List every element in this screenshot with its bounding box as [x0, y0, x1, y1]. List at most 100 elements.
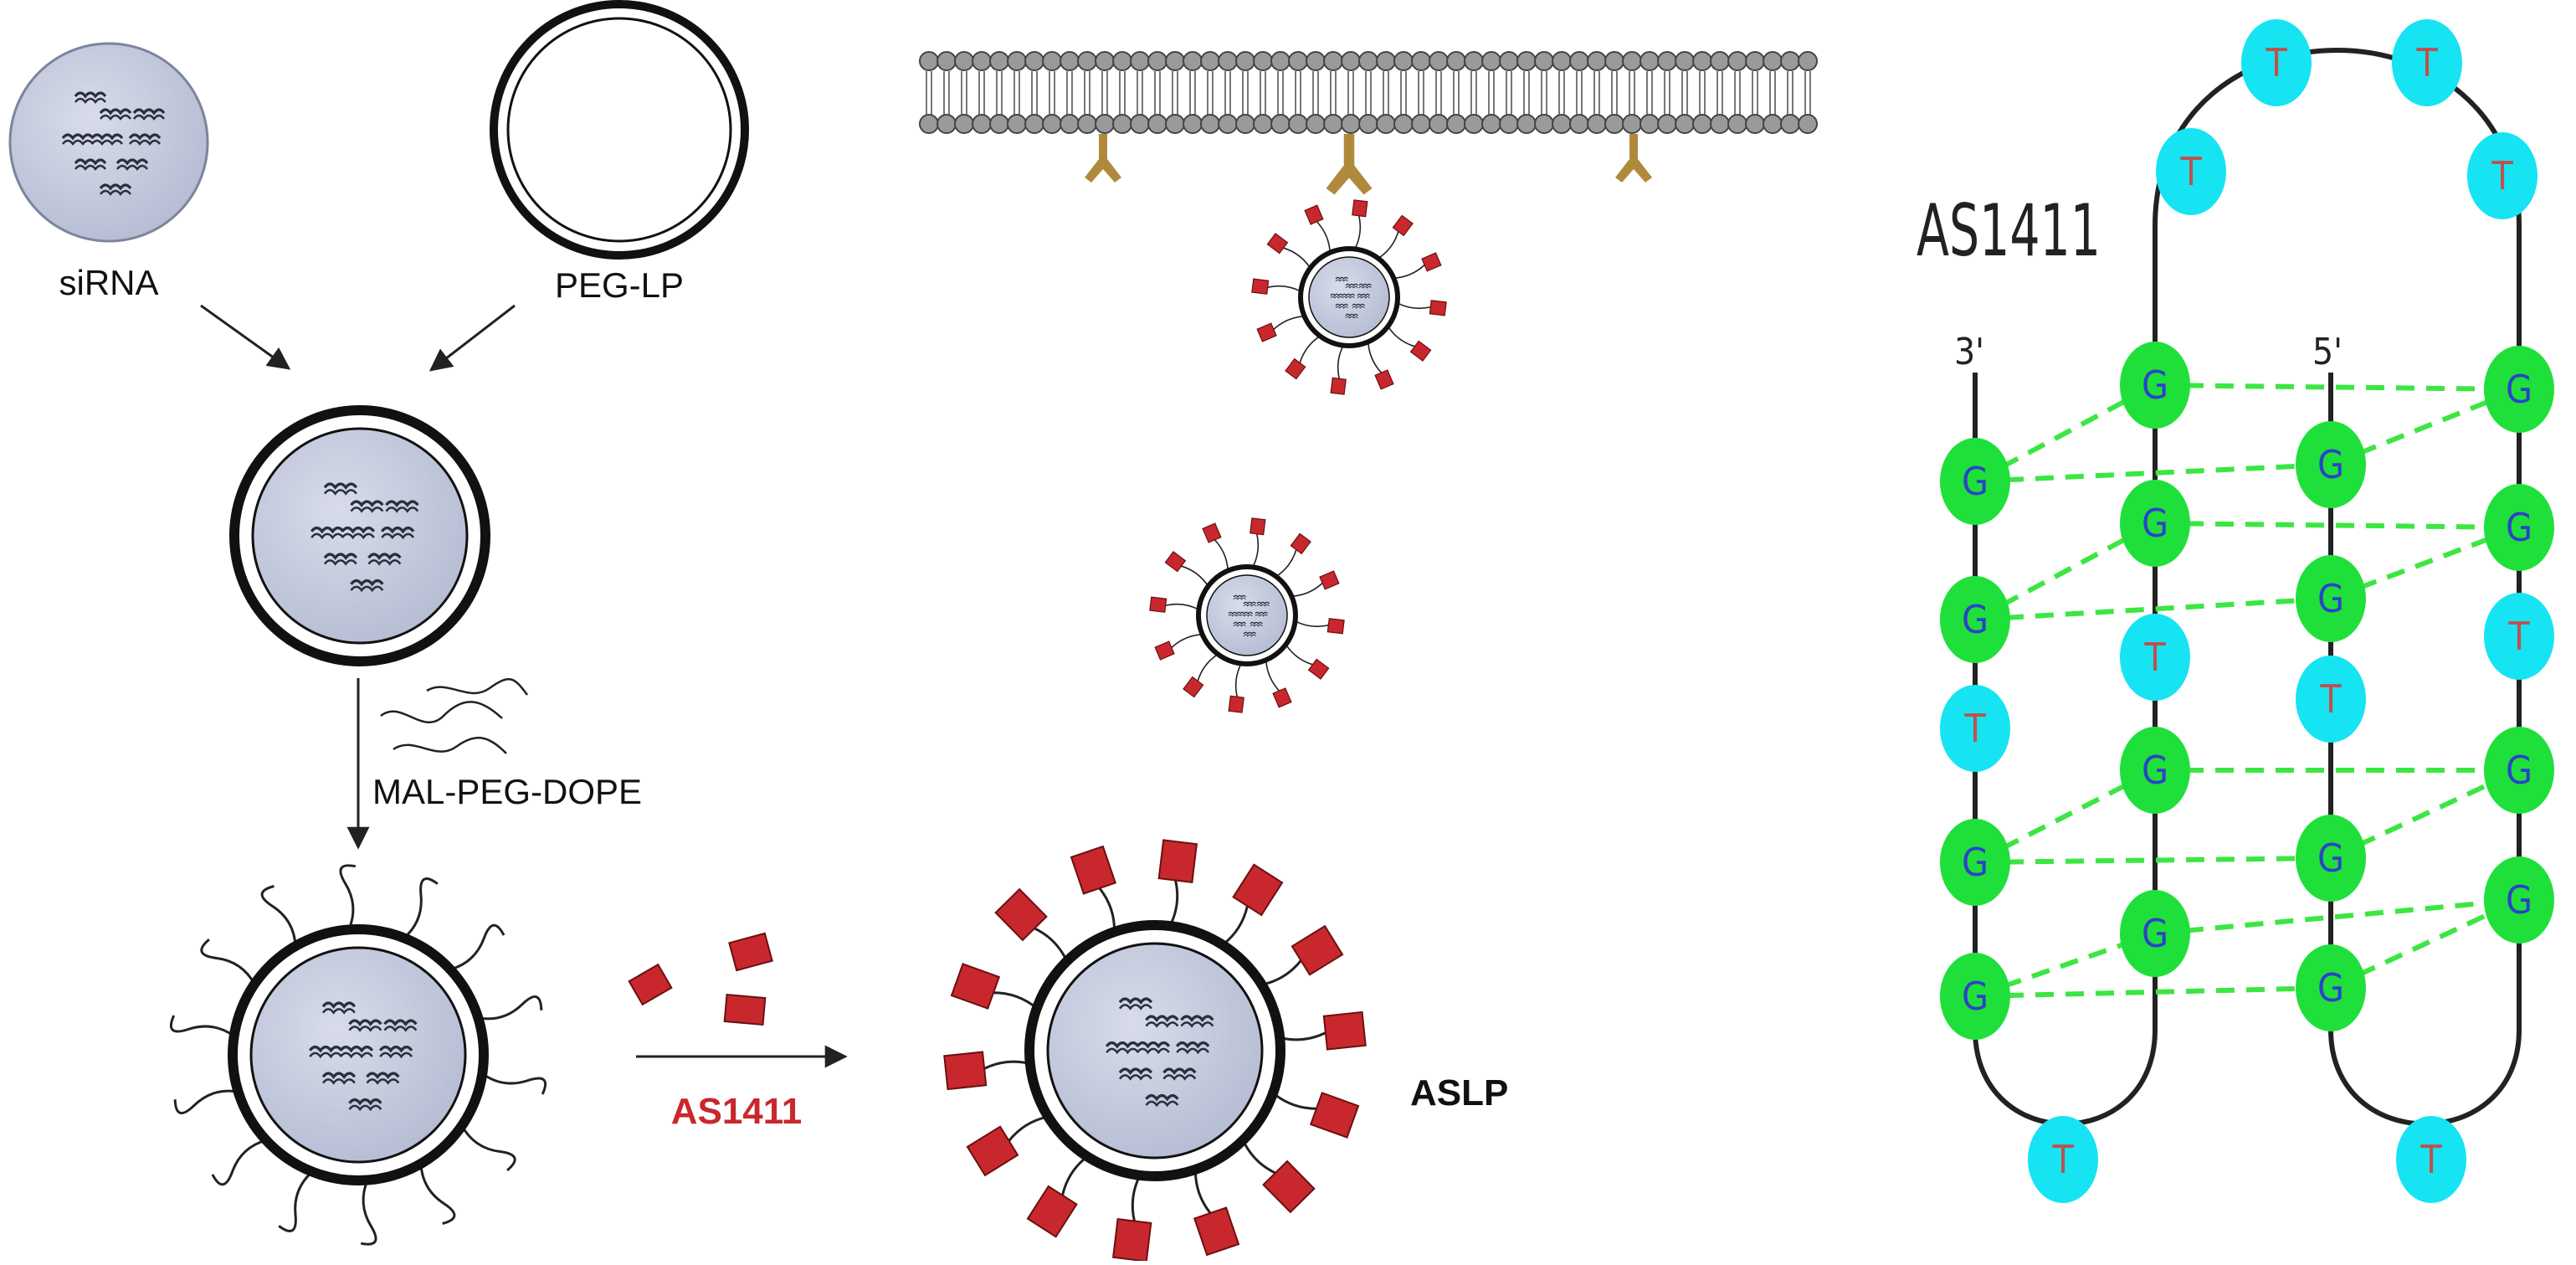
aptamer-block	[1256, 322, 1277, 342]
sirna-strand	[90, 133, 124, 141]
thymine-letter: T	[2491, 153, 2513, 198]
sirna-strand	[1239, 611, 1253, 615]
mal-peg-dope-label: MAL-PEG-DOPE	[372, 772, 642, 811]
guanine-node: G	[2296, 815, 2366, 902]
thymine-node: T	[2467, 132, 2538, 219]
peg-tail	[260, 885, 297, 947]
aptamer-tether	[1241, 1139, 1276, 1175]
aptamer-tether	[1171, 633, 1203, 649]
lipid-head	[1710, 114, 1730, 134]
aptamer-tether	[1393, 264, 1425, 280]
lipid-head	[1534, 51, 1554, 71]
thymine-letter: T	[2507, 614, 2530, 659]
aptamer-block	[1309, 1092, 1360, 1139]
sirna-strand	[1335, 303, 1348, 307]
thymine-ellipse	[2467, 132, 2538, 219]
sirna-strand	[1233, 594, 1246, 599]
sirna-strand	[1145, 1093, 1179, 1102]
guanine-letter: G	[2506, 505, 2532, 550]
thymine-ellipse	[2028, 1116, 2098, 1203]
sirna-strand	[310, 532, 345, 540]
sirna-strand	[1342, 296, 1355, 299]
lipid-head	[1024, 114, 1044, 134]
peg-tail	[211, 1139, 267, 1186]
receptor-stem	[1629, 134, 1638, 161]
aptamer-tether	[1034, 927, 1069, 962]
aptamer-block	[1251, 278, 1270, 295]
sirna-strand	[1357, 293, 1370, 297]
lipid-head	[1780, 51, 1800, 71]
aptamer-block	[950, 963, 1001, 1010]
aptamer-block	[1193, 1206, 1240, 1257]
lipid-head	[1727, 51, 1747, 71]
aptamer-block	[1330, 377, 1347, 395]
receptor-arms	[1615, 159, 1652, 183]
sirna-strand	[385, 507, 419, 513]
sirna-strand	[1118, 1004, 1152, 1010]
sirna-strand	[132, 108, 166, 116]
lipid-head	[1183, 51, 1203, 71]
sirna-strand	[1233, 624, 1246, 627]
guanine-ellipse	[2484, 727, 2554, 814]
sirna-strand	[1118, 1067, 1153, 1076]
lipid-head	[1798, 114, 1818, 134]
sirna-strand	[1335, 279, 1348, 282]
lipid-head	[1534, 114, 1554, 134]
sirna-strand	[1255, 611, 1268, 615]
sirna-strands	[61, 91, 166, 196]
lipid-head	[1095, 51, 1115, 71]
sirna-strand	[366, 1078, 400, 1085]
aptamer-block	[1183, 676, 1204, 698]
lipid-head	[1077, 114, 1097, 134]
sirna-strand	[350, 500, 384, 508]
thymine-letter: T	[2419, 1137, 2442, 1182]
sirna-strand	[1233, 621, 1246, 625]
encapsulated-sirna	[1228, 594, 1270, 637]
guanine-letter: G	[1962, 974, 1988, 1019]
sirna-strand	[321, 1008, 356, 1015]
guanine-letter: G	[2142, 911, 2168, 956]
guanine-node: G	[2120, 342, 2190, 429]
guanine-letter: G	[2142, 363, 2168, 408]
guanine-ellipse	[2484, 856, 2554, 944]
nucleolin-receptors	[1085, 134, 1652, 195]
guanine-ellipse	[1940, 819, 2010, 906]
thymine-ellipse	[2392, 19, 2462, 106]
lipid-head	[1147, 51, 1167, 71]
encapsulated-sirna	[1330, 276, 1372, 319]
hydrogen-bond	[2154, 383, 2520, 392]
guanine-node: G	[2296, 555, 2366, 642]
guanine-letter: G	[2506, 367, 2532, 412]
sirna-strand	[129, 139, 161, 146]
sirna-strand	[383, 1019, 418, 1027]
lipid-head	[1060, 51, 1080, 71]
aptamer-tether	[1299, 335, 1321, 363]
lipid-head	[1640, 51, 1660, 71]
lipid-head	[1270, 51, 1291, 71]
sirna-strand	[1239, 614, 1253, 617]
sirna-strand	[115, 158, 149, 166]
guanine-node: G	[2296, 944, 2366, 1031]
peg-tail	[449, 923, 505, 971]
lipid-head	[919, 114, 939, 134]
aptamer-block	[1164, 551, 1187, 573]
receptor	[1326, 134, 1373, 195]
sirna-strand	[1345, 285, 1358, 289]
aptamer-tether	[1061, 1155, 1089, 1196]
guanine-ellipse	[2484, 346, 2554, 433]
lipid-head	[1306, 114, 1326, 134]
aptamer-tether	[1273, 315, 1305, 331]
lipid-head	[1429, 51, 1449, 71]
lipid-head	[1464, 114, 1484, 134]
lipid-head	[1745, 114, 1765, 134]
sirna-strand	[367, 559, 402, 566]
sirna-strand	[91, 139, 123, 146]
thymine-node: T	[2156, 128, 2226, 215]
aptamer-block	[1326, 618, 1345, 635]
lipid-head	[1200, 114, 1220, 134]
sirna-strand	[1335, 276, 1348, 280]
lipid-head	[1446, 51, 1466, 71]
guanine-letter: G	[2317, 836, 2344, 881]
thymine-letter: T	[2415, 40, 2438, 85]
